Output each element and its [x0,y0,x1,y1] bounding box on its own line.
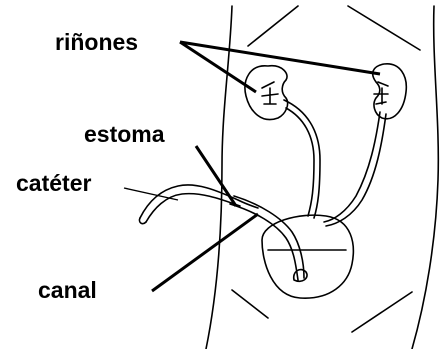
torso-left-outline [206,6,232,349]
pouch-outlet [294,270,307,282]
kidney-left-pelvis [262,82,278,104]
kidneys-label: riñones [55,31,138,54]
kidney-left [245,66,288,120]
ureter-right [324,112,380,222]
hip-line-left [232,290,268,318]
stoma-label: estoma [84,123,165,146]
ureter-left-inner [286,108,314,216]
pointer-stoma [196,146,236,206]
kidney-right-pelvis [374,82,388,104]
catheter-label: catéter [16,172,91,195]
catheter-tube-inner [146,194,240,222]
catheter-tube [140,185,258,218]
torso-right-outline [412,6,438,349]
hip-line-right [352,292,412,332]
kidney-right [373,64,407,119]
rib-line-left [248,6,298,46]
catheter-tip [139,218,146,224]
rib-line-right [348,6,420,50]
efferent-canal-lower [230,204,298,280]
canal-label: canal [38,279,97,302]
pointer-catheter [124,188,178,200]
pointer-kidneys-right [180,42,380,74]
pointer-canal [152,214,258,291]
